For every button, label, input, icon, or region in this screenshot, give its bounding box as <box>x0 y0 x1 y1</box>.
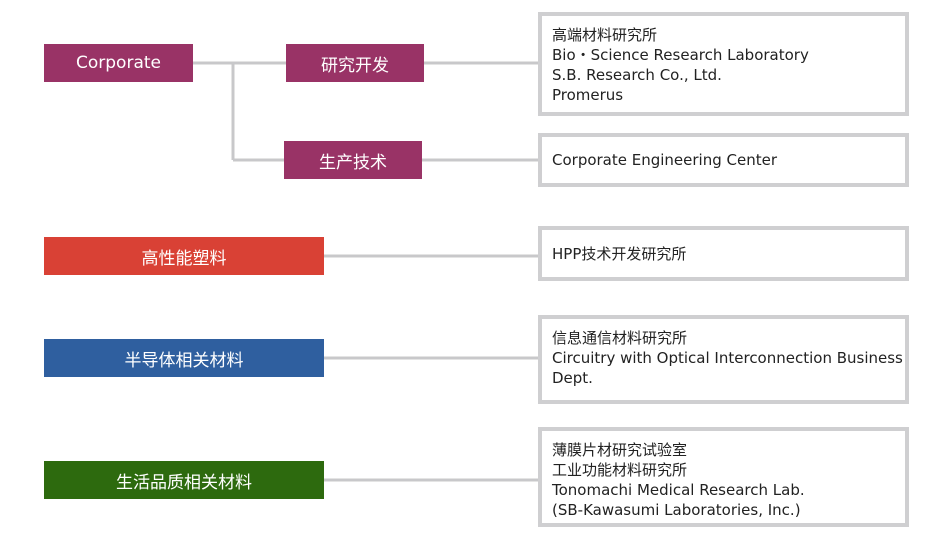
hpp-item: HPP技术开发研究所 <box>552 244 687 263</box>
rd-item: 高端材料研究所 <box>552 26 658 44</box>
quality-of-life-label: 生活品质相关材料 <box>116 472 252 493</box>
rd-item: Promerus <box>552 86 624 104</box>
hpp-node: 高性能塑料 <box>44 237 324 275</box>
rd-item: Bio・Science Research Laboratory <box>552 46 809 64</box>
production-tech-item: Corporate Engineering Center <box>552 151 778 169</box>
quality-of-life-panel: 薄膜片材研究试验室 工业功能材料研究所 Tonomachi Medical Re… <box>538 427 909 527</box>
production-tech-label: 生产技术 <box>319 152 387 173</box>
corporate-node: Corporate <box>44 44 193 82</box>
semiconductor-item: 信息通信材料研究所 <box>552 329 688 347</box>
hpp-label: 高性能塑料 <box>141 248 227 269</box>
production-tech-panel: Corporate Engineering Center <box>538 133 909 187</box>
rd-node: 研究开发 <box>286 44 424 82</box>
corporate-label: Corporate <box>76 53 161 73</box>
quality-of-life-item: 工业功能材料研究所 <box>552 461 688 479</box>
hpp-panel: HPP技术开发研究所 <box>538 226 909 281</box>
rd-item: S.B. Research Co., Ltd. <box>552 66 722 84</box>
quality-of-life-item: 薄膜片材研究试验室 <box>552 441 688 459</box>
semiconductor-node: 半导体相关材料 <box>44 339 324 377</box>
rd-label: 研究开发 <box>321 55 389 76</box>
quality-of-life-node: 生活品质相关材料 <box>44 461 324 499</box>
rd-panel: 高端材料研究所 Bio・Science Research Laboratory … <box>538 12 909 116</box>
quality-of-life-item: (SB-Kawasumi Laboratories, Inc.) <box>552 501 801 519</box>
semiconductor-item: Circuitry with Optical Interconnection B… <box>552 349 903 367</box>
semiconductor-panel: 信息通信材料研究所 Circuitry with Optical Interco… <box>538 315 909 404</box>
semiconductor-label: 半导体相关材料 <box>124 350 244 371</box>
semiconductor-item: Dept. <box>552 369 593 387</box>
production-tech-node: 生产技术 <box>284 141 422 179</box>
quality-of-life-item: Tonomachi Medical Research Lab. <box>552 481 805 499</box>
